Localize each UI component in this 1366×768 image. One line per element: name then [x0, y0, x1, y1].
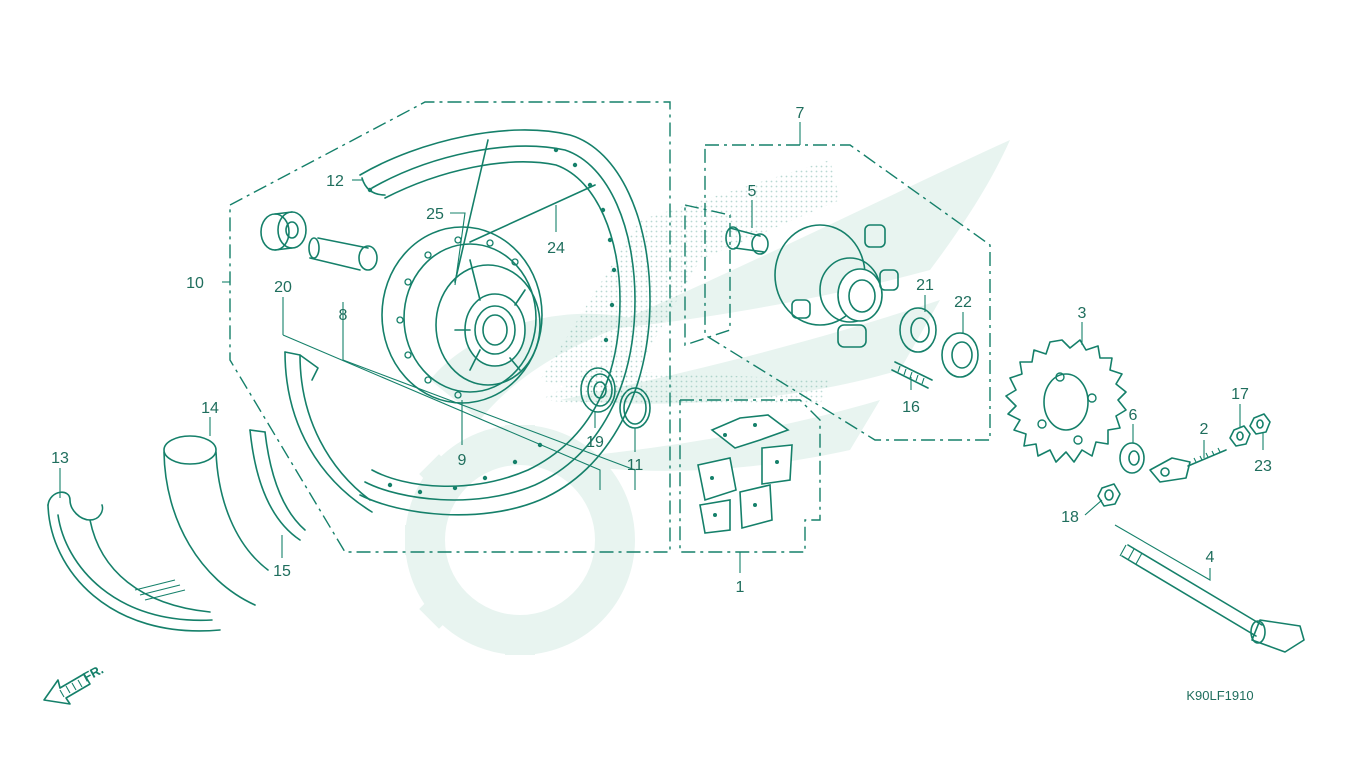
callout-labels: 1 2 3 4 5 6 7 8 9 10 11 12 13 14 15 16 1…: [51, 105, 1272, 596]
tube-14: [163, 435, 269, 606]
driven-flange-7: [774, 224, 899, 348]
diagram-code: K90LF1910: [1186, 688, 1253, 703]
nut-17: [1229, 425, 1251, 447]
callout-21: 21: [916, 277, 934, 294]
callout-20: 20: [274, 279, 292, 296]
callout-6: 6: [1129, 407, 1138, 424]
group-outline-hub: [684, 144, 991, 441]
callout-2: 2: [1200, 421, 1209, 438]
callout-5: 5: [748, 183, 757, 200]
nut-23: [1249, 413, 1271, 435]
rim: [284, 129, 651, 516]
front-direction-marker: FR.: [43, 662, 106, 705]
callout-22: 22: [954, 294, 972, 311]
callout-8: 8: [339, 307, 348, 324]
callout-12: 12: [326, 173, 344, 190]
callout-18: 18: [1061, 509, 1079, 526]
stud-16: [891, 361, 933, 389]
bearing-19: [580, 367, 616, 413]
callout-1: 1: [736, 579, 745, 596]
group-outline-wheel: [229, 101, 671, 553]
callout-9: 9: [458, 452, 467, 469]
callout-16: 16: [902, 399, 920, 416]
sprocket-3: [1005, 339, 1127, 463]
callout-4: 4: [1206, 549, 1215, 566]
nut-18: [1097, 483, 1121, 507]
callout-11: 11: [627, 457, 644, 474]
collar-8: [308, 237, 378, 271]
rim-strip-15: [249, 429, 306, 541]
group-outline-damper: [679, 399, 821, 553]
collar-6: [1119, 442, 1145, 474]
callout-3: 3: [1078, 305, 1087, 322]
callout-17: 17: [1231, 386, 1249, 403]
axle-4: [1119, 544, 1305, 653]
tire-13: [47, 491, 221, 632]
bearing-21: [899, 307, 937, 353]
callout-24: 24: [547, 240, 565, 257]
callout-15: 15: [273, 563, 291, 580]
callout-23: 23: [1254, 458, 1272, 475]
bearing-20: [260, 211, 307, 251]
chain-adjuster-2: [1149, 447, 1227, 483]
callout-25: 25: [426, 206, 444, 223]
callout-7: 7: [796, 105, 805, 122]
callout-19: 19: [586, 434, 604, 451]
callout-13: 13: [51, 450, 69, 467]
callout-10: 10: [186, 275, 204, 292]
front-direction-arrow-icon: [43, 673, 91, 705]
damper-rubbers-1: [697, 414, 793, 534]
oil-seal-22: [941, 332, 979, 378]
callout-14: 14: [201, 400, 219, 417]
wheel-hub: [381, 226, 543, 404]
rim-band-12: [361, 177, 386, 196]
leader-lines: [59, 122, 1264, 581]
collar-5: [725, 226, 769, 255]
